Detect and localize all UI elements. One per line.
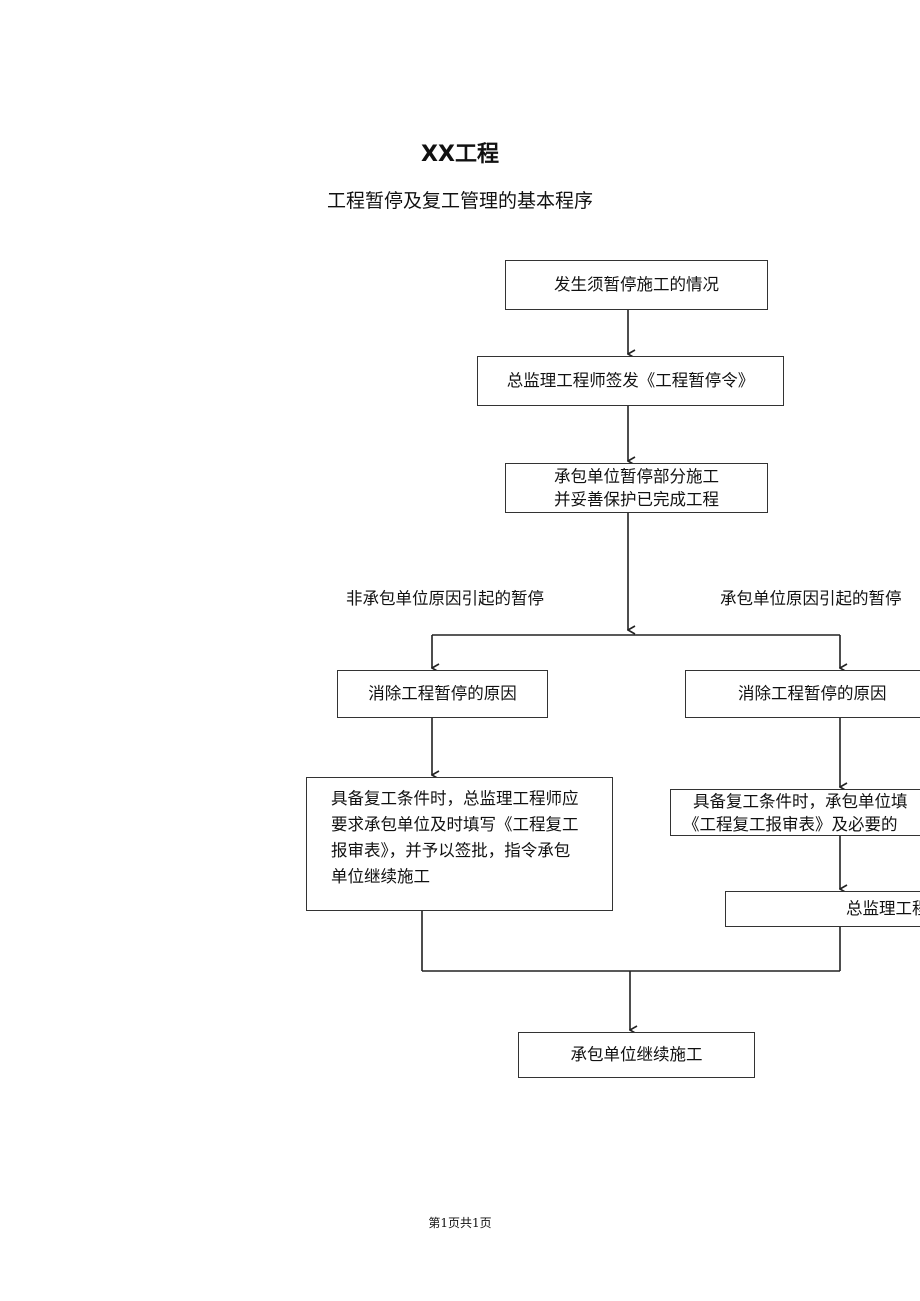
pause-order-node: 总监理工程师签发《工程暂停令》	[477, 356, 784, 406]
right-supervisor-text: 总监理工程师	[846, 899, 920, 918]
left-condition-line-2: 要求承包单位及时填写《工程复工	[331, 815, 579, 834]
left-resume-condition-node: 具备复工条件时，总监理工程师应 要求承包单位及时填写《工程复工 报审表》，并予以…	[306, 777, 613, 911]
left-condition-line-3: 报审表》，并予以签批，指令承包	[331, 841, 571, 860]
right-branch-label: 承包单位原因引起的暂停	[720, 589, 902, 608]
left-remove-cause-text: 消除工程暂停的原因	[368, 684, 517, 703]
start-node: 发生须暂停施工的情况	[505, 260, 768, 310]
contractor-pause-node: 承包单位暂停部分施工 并妥善保护已完成工程	[505, 463, 768, 513]
page-footer: 第1页共1页	[428, 1216, 492, 1230]
left-branch-label: 非承包单位原因引起的暂停	[346, 589, 544, 608]
right-remove-cause-text: 消除工程暂停的原因	[738, 684, 887, 703]
left-condition-line-4: 单位继续施工	[331, 867, 430, 886]
right-condition-line-2: 《工程复工报审表》及必要的	[683, 815, 898, 834]
contractor-pause-text: 承包单位暂停部分施工 并妥善保护已完成工程	[554, 465, 719, 511]
document-subtitle: 工程暂停及复工管理的基本程序	[326, 190, 593, 212]
contractor-pause-line-2: 并妥善保护已完成工程	[554, 490, 719, 509]
left-remove-cause-node: 消除工程暂停的原因	[337, 670, 548, 718]
right-resume-condition-node: 具备复工条件时，承包单位填 《工程复工报审表》及必要的	[670, 789, 920, 836]
right-condition-line-1: 具备复工条件时，承包单位填	[693, 792, 908, 811]
document-title: XX工程	[421, 142, 499, 167]
pause-order-text: 总监理工程师签发《工程暂停令》	[506, 371, 755, 390]
resume-node: 承包单位继续施工	[518, 1032, 755, 1078]
start-node-text: 发生须暂停施工的情况	[554, 275, 719, 294]
left-condition-line-1: 具备复工条件时，总监理工程师应	[331, 789, 579, 808]
right-remove-cause-node: 消除工程暂停的原因	[685, 670, 920, 718]
resume-text: 承包单位继续施工	[570, 1045, 703, 1064]
contractor-pause-line-1: 承包单位暂停部分施工	[554, 467, 719, 486]
right-supervisor-node: 总监理工程师	[725, 891, 920, 927]
